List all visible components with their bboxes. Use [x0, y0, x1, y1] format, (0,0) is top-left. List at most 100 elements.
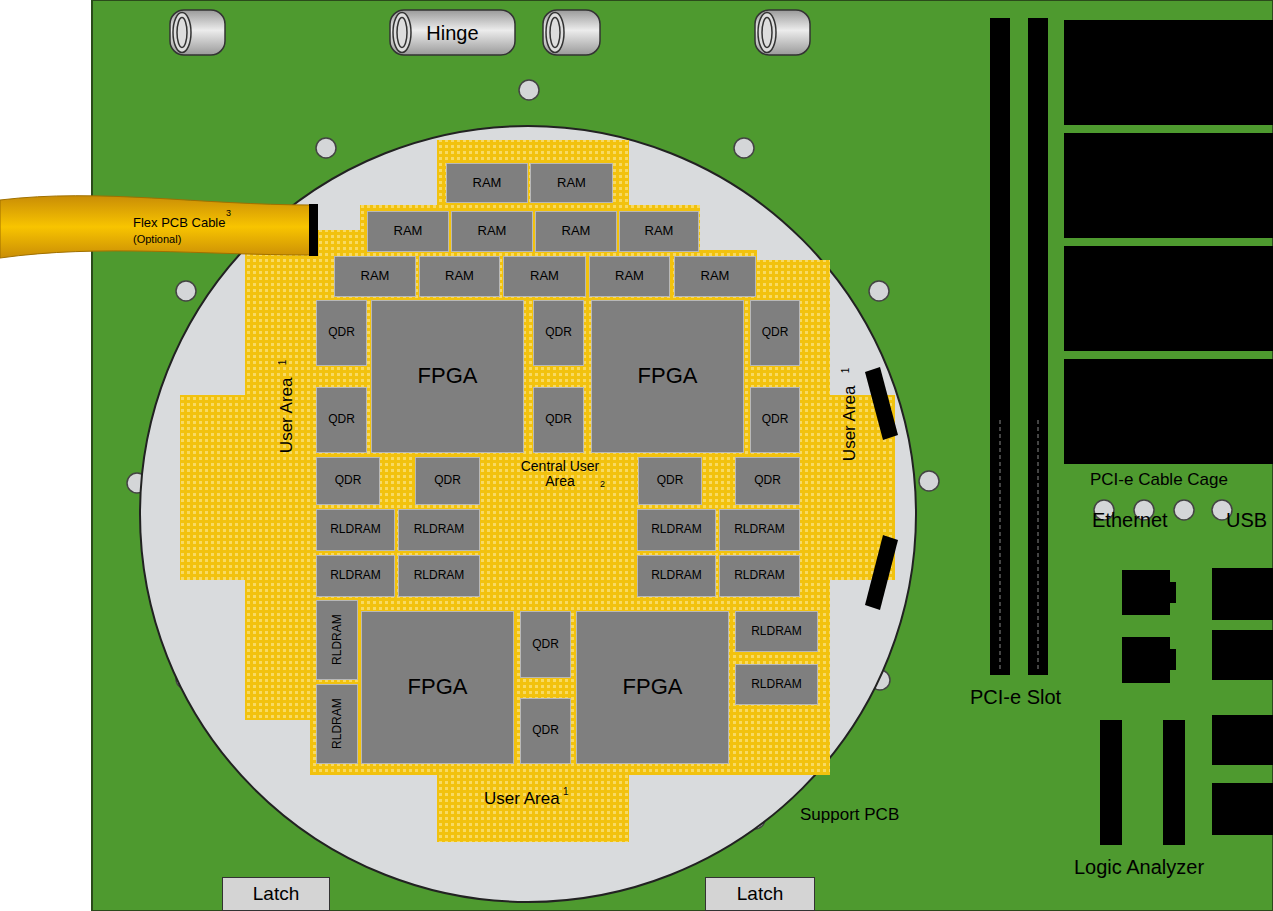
memory-chip: RAM: [619, 211, 699, 252]
connector-label: PCI-e Slot: [970, 686, 1061, 708]
memory-chip: QDR: [638, 457, 702, 505]
part-label: RAM: [394, 224, 423, 238]
memory-chip: FPGA: [371, 300, 524, 453]
area-label: Central User Area: [512, 459, 608, 490]
latch-box: Latch: [222, 877, 330, 911]
cable-note: (Optional): [133, 233, 181, 245]
memory-chip: RLDRAM: [719, 555, 800, 597]
area-label: User Area: [279, 377, 298, 453]
memory-chip: RAM: [674, 256, 756, 297]
ethernet-jacks: [1122, 570, 1176, 683]
memory-chip: RLDRAM: [398, 555, 480, 597]
part-label: QDR: [328, 326, 355, 339]
part-label: RLDRAM: [751, 625, 802, 638]
memory-chip: QDR: [750, 387, 800, 453]
memory-chip: RAM: [451, 211, 533, 252]
memory-chip: QDR: [520, 698, 571, 764]
part-label: QDR: [545, 413, 572, 426]
part-label: QDR: [335, 474, 362, 487]
part-label: Latch: [253, 884, 299, 905]
connector-label: Logic Analyzer: [1074, 856, 1204, 878]
memory-chip: RAM: [589, 256, 670, 297]
hinge-box: Hinge: [390, 10, 515, 55]
memory-chip: RLDRAM: [637, 555, 716, 597]
flex-connector: [309, 204, 318, 256]
part-label: QDR: [754, 474, 781, 487]
area-label: User Area: [484, 790, 560, 809]
memory-chip: FPGA: [591, 300, 744, 453]
memory-chip: RAM: [503, 256, 586, 297]
part-label: QDR: [532, 638, 559, 651]
memory-chip: RLDRAM: [719, 509, 800, 551]
support-pcb: [92, 0, 1273, 911]
memory-chip: RLDRAM: [316, 600, 358, 680]
part-label: RLDRAM: [734, 523, 785, 536]
part-label: RLDRAM: [330, 615, 343, 666]
memory-chip: QDR: [735, 457, 800, 505]
part-label: QDR: [762, 413, 789, 426]
board-label: Support PCB: [800, 806, 899, 825]
memory-chip: RAM: [530, 163, 613, 203]
part-label: FPGA: [418, 364, 478, 388]
part-label: RLDRAM: [414, 569, 465, 582]
memory-chip: RLDRAM: [735, 611, 818, 652]
callout-number: 3: [226, 209, 231, 219]
part-label: QDR: [328, 413, 355, 426]
part-label: Latch: [737, 884, 783, 905]
part-label: QDR: [532, 724, 559, 737]
memory-chip: RLDRAM: [316, 684, 358, 764]
part-label: RLDRAM: [330, 699, 343, 750]
memory-chip: RAM: [367, 211, 449, 252]
part-label: QDR: [657, 474, 684, 487]
usb-ports: [1212, 568, 1273, 835]
part-label: RAM: [645, 224, 674, 238]
part-label: RAM: [557, 176, 586, 190]
part-label: RLDRAM: [651, 523, 702, 536]
flex-cable: [0, 196, 312, 258]
part-label: RAM: [615, 269, 644, 283]
callout-number: 2: [600, 480, 605, 490]
part-label: RAM: [473, 176, 502, 190]
callout-number: 1: [278, 359, 289, 365]
memory-chip: QDR: [415, 457, 480, 505]
memory-chip: RAM: [535, 211, 617, 252]
part-label: FPGA: [408, 675, 468, 699]
part-label: RLDRAM: [330, 569, 381, 582]
memory-chip: QDR: [533, 300, 584, 366]
memory-chip: RAM: [334, 256, 416, 297]
part-label: RLDRAM: [751, 678, 802, 691]
part-label: RAM: [478, 224, 507, 238]
part-label: RAM: [701, 269, 730, 283]
part-label: RAM: [445, 269, 474, 283]
memory-chip: RLDRAM: [735, 664, 818, 705]
connector-label: PCI-e Cable Cage: [1090, 471, 1228, 490]
connector-label: Ethernet: [1092, 509, 1168, 531]
part-label: RAM: [361, 269, 390, 283]
logic-analyzer-headers: [1100, 720, 1185, 845]
memory-chip: QDR: [316, 387, 367, 453]
part-label: RLDRAM: [734, 569, 785, 582]
part-label: QDR: [434, 474, 461, 487]
part-label: RLDRAM: [414, 523, 465, 536]
part-label: QDR: [545, 326, 572, 339]
memory-chip: RLDRAM: [637, 509, 716, 551]
part-label: RLDRAM: [651, 569, 702, 582]
memory-chip: QDR: [533, 387, 584, 453]
memory-chip: FPGA: [576, 611, 729, 764]
memory-chip: QDR: [316, 457, 380, 505]
pcie-slots: [990, 18, 1048, 675]
part-label: RAM: [562, 224, 591, 238]
connector-label: USB: [1226, 509, 1267, 531]
part-label: FPGA: [638, 364, 698, 388]
pcie-cable-cage: [1064, 20, 1273, 464]
memory-chip: QDR: [520, 611, 571, 678]
latch-box: Latch: [705, 877, 815, 911]
area-label: User Area: [842, 385, 861, 461]
memory-chip: RAM: [419, 256, 500, 297]
callout-number: 1: [841, 367, 852, 373]
part-label: FPGA: [623, 675, 683, 699]
memory-chip: RLDRAM: [398, 509, 480, 551]
memory-chip: RAM: [446, 163, 528, 203]
callout-number: 1: [563, 786, 569, 797]
part-label: RAM: [530, 269, 559, 283]
